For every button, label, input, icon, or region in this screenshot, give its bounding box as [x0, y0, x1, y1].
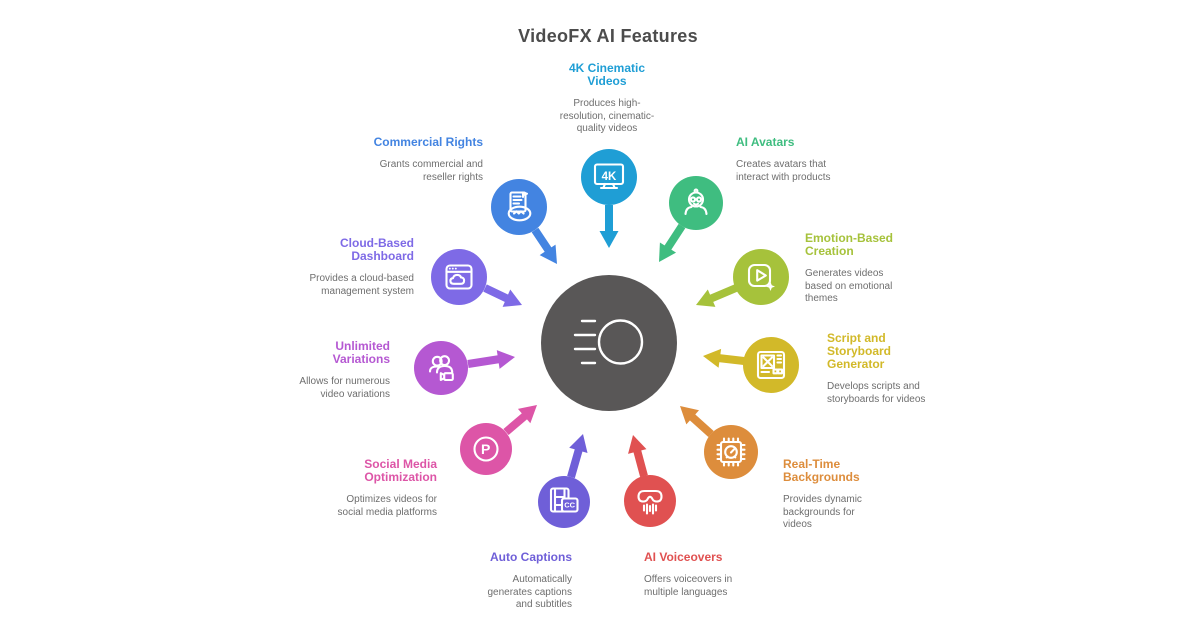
- feature-text-auto-captions: Auto Captions Automatically generates ca…: [442, 551, 572, 612]
- sparkle-shape: [766, 282, 775, 291]
- feature-description: Automatically generates captions and sub…: [487, 574, 572, 610]
- feature-commercial-rights: [491, 179, 557, 264]
- feature-description: Generates videos based on emotional them…: [805, 268, 893, 304]
- avatar-face-icon: [684, 188, 708, 216]
- voice-mask-icon: [637, 489, 663, 515]
- arrow-head: [628, 435, 647, 454]
- arrow-head: [659, 242, 677, 262]
- arrow-head: [696, 289, 716, 307]
- feature-title: AI Voiceovers: [644, 550, 723, 564]
- feature-text-emotion-based-creation: Emotion-Based Creation Generates videos …: [805, 232, 905, 306]
- arrow-line: [633, 448, 648, 478]
- arrow-head: [517, 405, 537, 424]
- p-letter: P: [481, 441, 490, 457]
- feature-circle: [733, 249, 789, 305]
- arrow-line: [503, 411, 529, 436]
- document-handshake-icon: [507, 191, 532, 222]
- feature-title: Emotion-Based Creation: [805, 231, 894, 258]
- feature-script-storyboard-generator: [703, 337, 799, 393]
- feature-description: Provides dynamic backgrounds for videos: [783, 494, 862, 530]
- feature-title: Commercial Rights: [373, 135, 483, 149]
- monitor-4k-icon: 4K: [593, 163, 625, 190]
- arrow-head: [599, 231, 619, 248]
- arrow-line: [531, 227, 553, 254]
- feature-title: Unlimited Variations: [332, 339, 390, 366]
- arrow-line: [483, 284, 510, 303]
- browser-cloud-icon: [445, 264, 473, 290]
- feature-description: Produces high- resolution, cinematic- qu…: [559, 98, 655, 134]
- feature-ai-voiceovers: [624, 435, 676, 527]
- feature-4k-cinematic-videos: 4K: [581, 149, 637, 248]
- play-sparkle-icon: [747, 263, 775, 291]
- chip-gauge-icon: [716, 437, 746, 467]
- feature-emotion-based-creation: [696, 249, 789, 307]
- arrow-line: [688, 413, 714, 437]
- arrow-head: [680, 406, 700, 425]
- feature-title: Social Media Optimization: [364, 457, 437, 484]
- feature-unlimited-variations: [414, 341, 515, 395]
- arrow-line: [663, 223, 686, 252]
- hub: [541, 275, 677, 411]
- feature-description: Creates avatars that interact with produ…: [736, 159, 831, 183]
- feature-title: Auto Captions: [490, 550, 572, 564]
- feature-text-real-time-backgrounds: Real-Time Backgrounds Provides dynamic b…: [783, 458, 893, 532]
- feature-cloud-based-dashboard: [431, 249, 522, 307]
- feature-title: Script and Storyboard Generator: [827, 331, 892, 371]
- feature-description: Optimizes videos for social media platfo…: [337, 494, 437, 518]
- feature-text-unlimited-variations: Unlimited Variations Allows for numerous…: [260, 340, 390, 401]
- feature-circle: [669, 176, 723, 230]
- screen-text: 4K: [602, 171, 617, 183]
- feature-social-media-optimization: P: [460, 405, 537, 475]
- feature-description: Develops scripts and storyboards for vid…: [827, 381, 926, 405]
- feature-ai-avatars: [659, 176, 723, 262]
- pinterest-p-icon: P: [473, 436, 499, 462]
- cc-text: CC: [564, 501, 575, 510]
- feature-circle: [460, 423, 512, 475]
- arrow-head: [502, 289, 522, 307]
- arrow-head: [703, 348, 722, 368]
- feature-description: Allows for numerous video variations: [299, 376, 390, 400]
- feature-circle: [624, 475, 676, 527]
- arrow-head: [539, 244, 557, 264]
- feature-real-time-backgrounds: [680, 406, 758, 479]
- cc-badge: [560, 497, 579, 513]
- feature-text-script-storyboard-generator: Script and Storyboard Generator Develops…: [827, 332, 937, 406]
- feature-circle: [431, 249, 487, 305]
- feature-text-4k-cinematic-videos: 4K Cinematic Videos Produces high- resol…: [542, 62, 672, 136]
- arrow-line: [708, 284, 738, 303]
- camera-lens-icon: [573, 319, 644, 365]
- feature-title: 4K Cinematic Videos: [568, 61, 646, 88]
- film-captions-icon: CC: [549, 487, 579, 513]
- feature-description: Grants commercial and reseller rights: [379, 159, 483, 183]
- feature-auto-captions: CC: [538, 434, 590, 528]
- feature-text-commercial-rights: Commercial Rights Grants commercial and …: [353, 136, 483, 184]
- feature-text-social-media-optimization: Social Media Optimization Optimizes vide…: [297, 458, 437, 519]
- feature-title: Real-Time Backgrounds: [783, 457, 860, 484]
- arrow-head: [569, 434, 588, 453]
- arrow-head: [496, 350, 515, 369]
- arrow-line: [717, 354, 745, 365]
- feature-description: Provides a cloud-based management system: [309, 273, 414, 297]
- feature-text-ai-avatars: AI Avatars Creates avatars that interact…: [736, 136, 846, 184]
- feature-text-ai-voiceovers: AI Voiceovers Offers voiceovers in multi…: [644, 551, 754, 599]
- feature-title: Cloud-Based Dashboard: [339, 236, 414, 263]
- feature-description: Offers voiceovers in multiple languages: [644, 574, 733, 598]
- page-title: VideoFX AI Features: [518, 26, 698, 47]
- arrow-line: [567, 447, 583, 479]
- people-video-icon: [428, 355, 454, 382]
- feature-circle: [581, 149, 637, 205]
- feature-text-cloud-based-dashboard: Cloud-Based Dashboard Provides a cloud-b…: [284, 237, 414, 298]
- storyboard-icon: [756, 350, 786, 380]
- feature-title: AI Avatars: [736, 135, 795, 149]
- hub-circle: [541, 275, 677, 411]
- arrow-line: [467, 355, 501, 368]
- feature-circle: [414, 341, 468, 395]
